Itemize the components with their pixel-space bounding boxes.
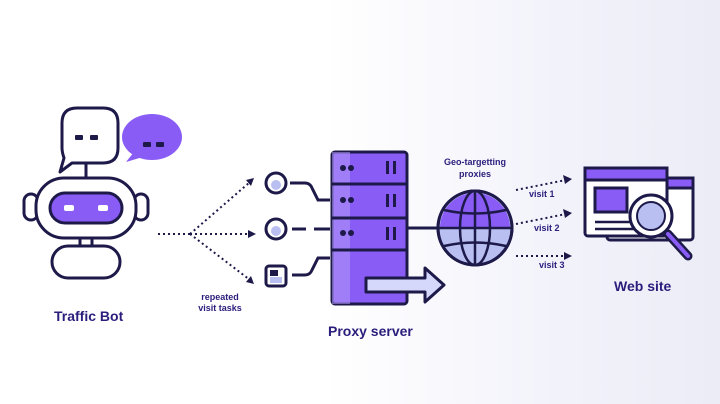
geo-proxies-line-1: Geo-targetting [444,157,506,167]
connector-node-1 [264,171,330,202]
speech-bubble-white-icon [58,106,120,174]
connector-node-2 [264,217,330,241]
geo-proxies-line-2: proxies [458,169,491,179]
visit-arrowheads [563,175,572,260]
arrowheads [246,178,256,284]
visit-1-label: visit 1 [529,189,555,199]
proxy-server-label: Proxy server [328,323,413,339]
visit-2-label: visit 2 [534,223,560,233]
connector-node-3 [264,256,330,288]
visit-arrows [515,179,567,257]
web-site-label: Web site [614,278,672,294]
visit-3-label: visit 3 [539,260,565,270]
geo-proxies-label: Geo-targetting proxies [432,156,518,180]
outgoing-arrow-icon [364,266,446,304]
traffic-bot-label: Traffic Bot [54,308,124,324]
repeated-tasks-label: repeated visit tasks [190,292,250,314]
server-icon [330,150,409,306]
task-arrows [158,181,251,281]
globe-icon [436,189,514,267]
repeated-tasks-line-1: repeated [201,292,239,302]
robot-icon [22,151,150,280]
website-icon [583,166,695,261]
repeated-tasks-line-2: visit tasks [198,303,242,313]
speech-bubble-purple-icon [122,114,182,162]
